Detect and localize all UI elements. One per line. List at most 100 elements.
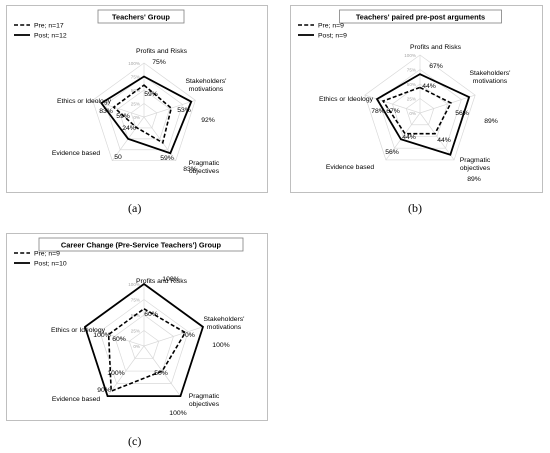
chart-title-group: Career Change (Pre-Service Teachers') Gr… (38, 237, 244, 252)
tick-label: 75% (407, 68, 416, 73)
chart-title: Career Change (Pre-Service Teachers') Gr… (61, 241, 222, 250)
data-label-pre: 44% (402, 134, 416, 141)
spoke-2 (143, 99, 196, 118)
data-label-pre: 59% (116, 113, 130, 120)
spoke-3 (419, 112, 455, 161)
axis-label: Evidence based (326, 164, 375, 171)
axis-label-line: objectives (460, 165, 491, 172)
tick-label: 100% (128, 61, 140, 66)
axis-label: Profits and Risks (410, 44, 462, 51)
chart-frame (6, 233, 268, 421)
radar-chart-b: Teachers' paired pre-post arguments 0% 25%… (290, 5, 543, 193)
data-label-pre: 60% (144, 311, 158, 318)
axis-label: Evidence based (52, 150, 101, 157)
grid-ring-4 (364, 54, 476, 161)
chart-title-box (38, 237, 244, 252)
caption-a: (a) (128, 201, 142, 215)
chart-frame (6, 5, 268, 193)
axis-label-line: motivations (473, 78, 508, 85)
series-line-post (83, 282, 205, 398)
axis-label-line: Pragmatic (189, 160, 220, 167)
tick-label: 25% (131, 329, 140, 334)
axis-label-line: Profits and Risks (136, 48, 188, 55)
grid-ring-1 (128, 330, 160, 359)
tick-label: 75% (131, 75, 140, 80)
data-label-post: 56% (385, 149, 399, 156)
axis-label: Stakeholders'motivations (204, 316, 245, 331)
axis-label-line: Evidence based (52, 396, 101, 403)
data-label-post: 67% (429, 63, 443, 70)
data-label-pre: 90% (97, 387, 111, 394)
caption-b: (b) (408, 201, 422, 215)
grid-ring-4 (92, 62, 196, 162)
axis-label-line: Ethics or Ideology (51, 327, 106, 334)
spoke-5 (84, 326, 145, 347)
axis-label-line: Stakeholders' (470, 70, 511, 77)
grid-ring-2 (392, 83, 448, 137)
series-line-pre (107, 307, 187, 393)
axis-label-line: Ethics or Ideology (319, 96, 374, 103)
data-label-pre: 70% (181, 332, 195, 339)
grid-ring-3 (105, 76, 183, 151)
series-line-pre (381, 86, 452, 135)
series-line-post (100, 75, 193, 155)
axis-label-line: motivations (189, 86, 224, 93)
tick-label: 25% (407, 97, 416, 102)
data-label-post: 92% (201, 117, 215, 124)
data-label-post: 50 (114, 154, 122, 161)
data-label-pre: 50% (154, 370, 168, 377)
chart-title: Teachers' Group (112, 13, 170, 22)
data-label-pre: 44% (422, 83, 436, 90)
grid-ring-1 (405, 98, 435, 126)
data-label-post: 83% (99, 108, 113, 115)
caption-c: (c) (128, 434, 142, 448)
series-line-post (375, 73, 471, 156)
grid-ring-3 (99, 299, 189, 384)
spoke-5 (364, 94, 421, 114)
axis-label-line: Pragmatic (189, 393, 220, 400)
chart-frame (290, 5, 543, 193)
data-label-post: 83% (183, 166, 197, 173)
data-label-post: 100% (162, 276, 179, 283)
legend-label-pre: Pre; n=9 (318, 22, 344, 29)
chart-title-group: Teachers' Group (97, 9, 185, 24)
axis-label: Profits and Risks (136, 48, 188, 55)
axis-label: Ethics or Ideology (51, 327, 106, 334)
axis-label-line: Ethics or Ideology (57, 98, 112, 105)
data-label-pre: 56% (455, 110, 469, 117)
chart-title-box (339, 9, 502, 24)
data-label-pre: 53% (177, 107, 191, 114)
axis-label: Ethics or Ideology (57, 98, 112, 105)
data-label-post: 75% (152, 59, 166, 66)
grid-ring-1 (130, 103, 158, 129)
chart-title-box (97, 9, 185, 24)
tick-label: 0% (409, 111, 416, 116)
series-line-pre (112, 84, 173, 145)
spoke-4 (385, 112, 421, 161)
legend-label-pre: Pre; n=9 (34, 250, 60, 257)
legend-label-post: Post; n=12 (34, 32, 67, 39)
spoke-3 (143, 345, 181, 397)
axis-label-line: objectives (189, 168, 220, 175)
axis-label-line: Evidence based (52, 150, 101, 157)
data-label-pre: 44% (437, 137, 451, 144)
data-label-post: 100% (93, 332, 110, 339)
data-label-pre: 24% (122, 125, 136, 132)
panel-c: Career Change (Pre-Service Teachers') Gr… (6, 233, 268, 426)
axis-label: Ethics or Ideology (319, 96, 374, 103)
axis-label-line: Profits and Risks (410, 44, 462, 51)
tick-label: 100% (404, 53, 416, 58)
radar-chart-c: Career Change (Pre-Service Teachers') Gr… (6, 233, 268, 421)
data-label-post: 100% (212, 342, 229, 349)
data-label-pre: 59% (160, 155, 174, 162)
chart-title: Teachers' paired pre-post arguments (356, 13, 485, 22)
tick-label: 50% (131, 88, 140, 93)
legend-label-pre: Pre; n=17 (34, 22, 64, 29)
